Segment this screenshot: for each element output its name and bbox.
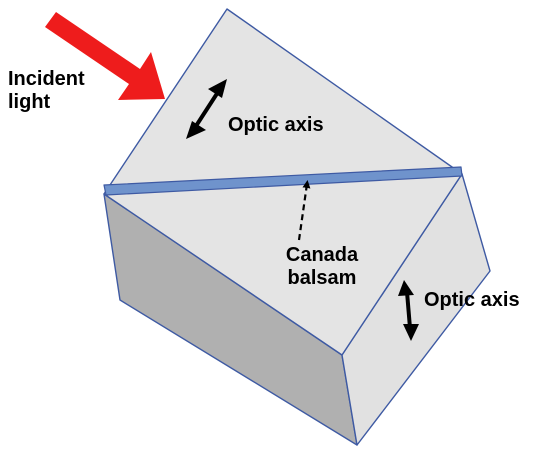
incident-light-arrow-icon <box>45 12 165 100</box>
incident-light-line-2: light <box>8 91 51 113</box>
canada-balsam-line-1: Canada <box>285 244 359 266</box>
optic-axis-top-icon <box>186 79 227 139</box>
optic-axis-top-label: Optic axis <box>228 114 324 136</box>
optic-axis-right-label: Optic axis <box>424 289 520 311</box>
optic-axis-right-icon <box>398 280 419 341</box>
canada-balsam-layer <box>103 166 463 196</box>
incident-light-label: Incident light <box>8 68 85 114</box>
incident-light-line-1: Incident <box>8 68 85 90</box>
canada-balsam-line-2: balsam <box>287 267 357 289</box>
canada-balsam-label: Canada balsam <box>275 244 369 290</box>
